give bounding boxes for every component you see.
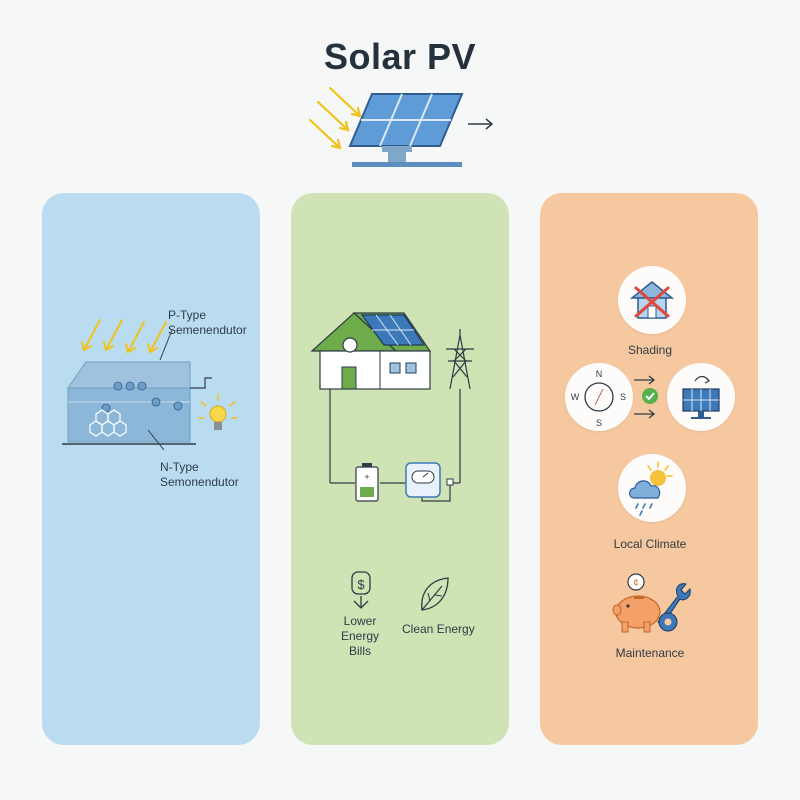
compass-w-label: W bbox=[571, 392, 580, 402]
local-climate-label: Local Climate bbox=[613, 537, 687, 551]
compass-s-label: S bbox=[596, 418, 602, 428]
n-type-label: N-Type Semonendutor bbox=[160, 460, 239, 490]
clean-energy-label: Clean Energy bbox=[402, 622, 475, 636]
compass-n-label: N bbox=[596, 369, 603, 379]
p-type-label: P-Type Semenendutor bbox=[168, 308, 247, 338]
benefits-panel bbox=[291, 193, 509, 745]
bills-label-line3: Bills bbox=[348, 644, 371, 658]
svg-text:+: + bbox=[364, 472, 369, 482]
bills-label-line1: Lower bbox=[343, 614, 377, 628]
dollar-down-icon: $ bbox=[351, 571, 371, 609]
photovoltaic-effect-panel bbox=[42, 193, 260, 745]
p-type-label-line1: P-Type bbox=[168, 308, 207, 322]
leaf-icon bbox=[421, 577, 449, 611]
cloud-sun-rain-icon bbox=[629, 461, 673, 516]
home-grid-diagram-icon: + bbox=[310, 312, 474, 502]
bills-label-line2: Energy bbox=[340, 629, 380, 643]
p-type-label-line2: Semenendutor bbox=[168, 323, 247, 337]
maintenance-label: Maintenance bbox=[615, 646, 685, 660]
orientation-arrows-icon bbox=[634, 375, 658, 419]
svg-text:¢: ¢ bbox=[633, 578, 639, 589]
solar-panel-orientation-icon bbox=[682, 375, 720, 419]
lower-energy-bills-label: Lower Energy Bills bbox=[328, 614, 392, 659]
maintenance-piggy-wrench-icon: ¢ bbox=[612, 573, 691, 633]
solar-panel-hero-icon bbox=[308, 86, 494, 167]
compass-icon: N S W S bbox=[571, 369, 626, 428]
shading-label: Shading bbox=[627, 343, 673, 357]
shading-house-icon bbox=[629, 281, 675, 319]
n-type-label-line2: Semonendutor bbox=[160, 475, 239, 489]
page-title: Solar PV bbox=[323, 36, 477, 77]
svg-text:$: $ bbox=[357, 577, 365, 592]
compass-e-label: S bbox=[620, 392, 626, 402]
n-type-label-line1: N-Type bbox=[160, 460, 199, 474]
solar-cell-diagram-icon bbox=[62, 319, 238, 450]
